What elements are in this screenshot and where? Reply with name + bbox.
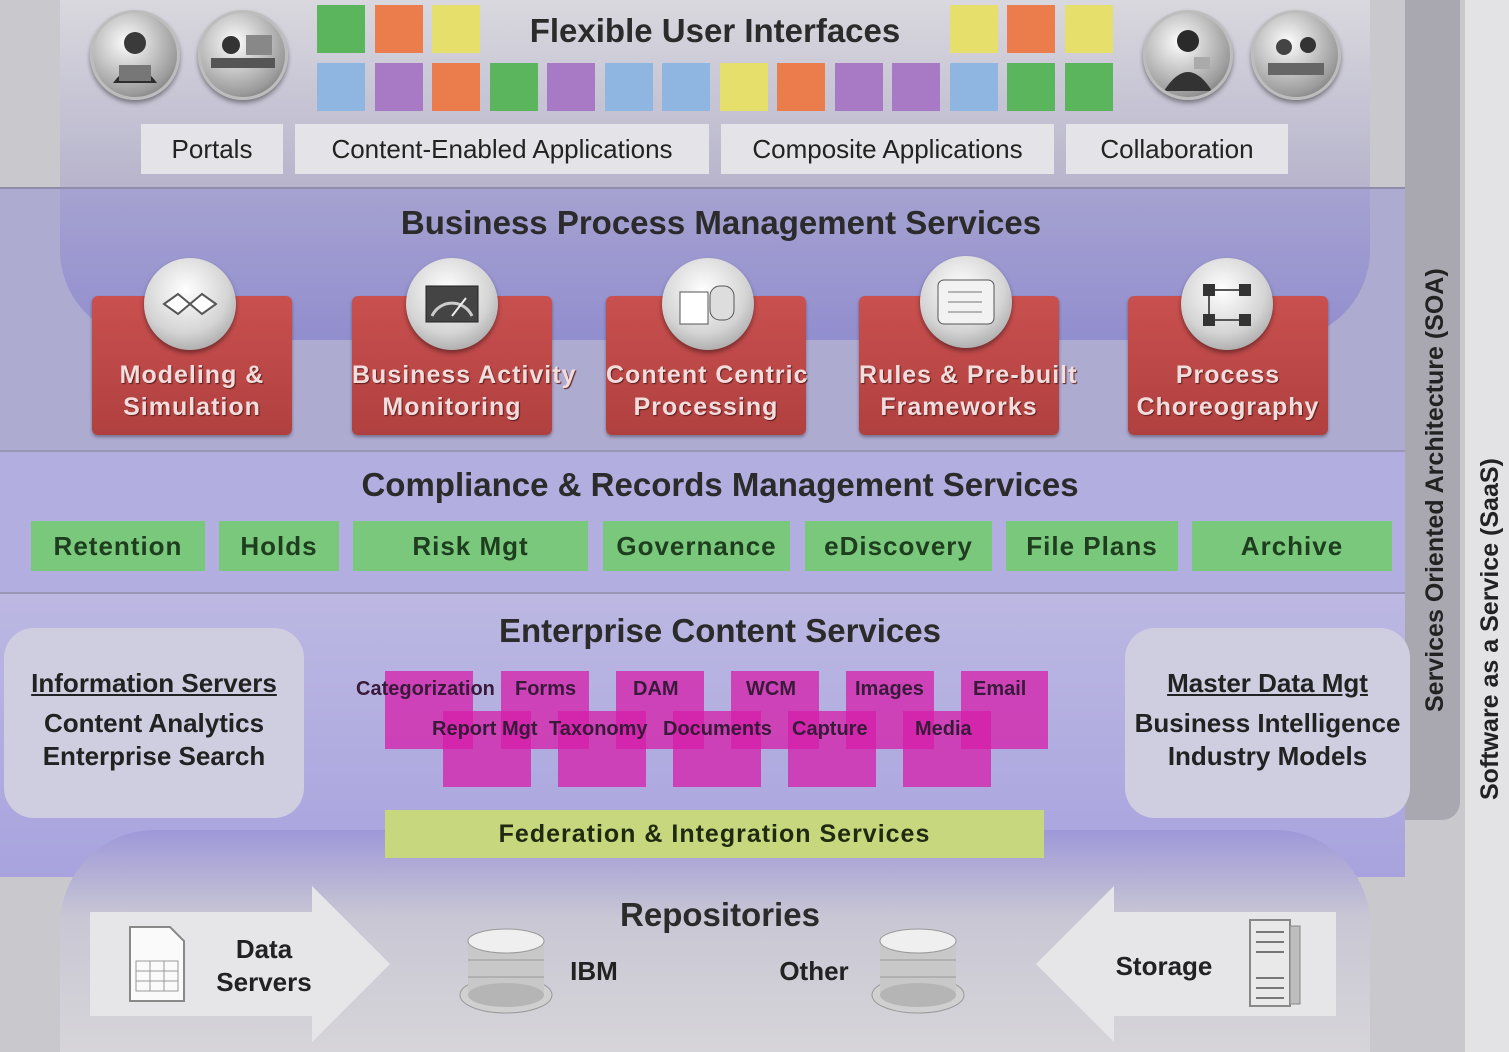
pink-tile xyxy=(558,711,646,787)
documents-label: Documents xyxy=(663,718,772,740)
color-tile xyxy=(374,63,423,111)
color-tile xyxy=(1064,63,1113,111)
meeting-photo-icon xyxy=(1251,10,1341,100)
bpm-title: Business Process Management Services xyxy=(400,204,1042,241)
forms-label: Forms xyxy=(515,678,577,700)
storage-label: Storage xyxy=(1115,951,1213,981)
color-tile xyxy=(547,63,595,111)
soa-label: Services Oriented Architecture (SOA) xyxy=(1421,268,1449,712)
risk-mgt-box: Risk Mgt xyxy=(353,521,588,571)
color-tile xyxy=(375,5,423,53)
pink-tile xyxy=(673,711,761,787)
portals-box: Portals xyxy=(141,124,283,174)
document-database-icon xyxy=(662,258,754,350)
file-plans-box: File Plans xyxy=(1006,521,1178,571)
person-laptop-photo-icon xyxy=(90,10,180,100)
scroll-icon xyxy=(920,256,1012,348)
other-database-icon xyxy=(871,928,965,1014)
content-analytics-label: Content Analytics xyxy=(43,708,265,738)
color-tile xyxy=(662,63,710,111)
industry-models-label: Industry Models xyxy=(1167,741,1368,771)
ibm-database-icon xyxy=(459,928,553,1014)
ibm-label: IBM xyxy=(570,956,618,986)
color-tile xyxy=(432,63,480,111)
taxonomy-label: Taxonomy xyxy=(549,718,648,740)
spreadsheet-icon xyxy=(129,926,185,1002)
holds-box: Holds xyxy=(219,521,339,571)
color-tile xyxy=(1065,5,1113,53)
saas-label: Software as a Service (SaaS) xyxy=(1476,458,1504,800)
ecs-title: Enterprise Content Services xyxy=(499,612,941,649)
process-flow-icon xyxy=(144,258,236,350)
master-data-heading: Master Data Mgt xyxy=(1167,668,1368,698)
information-servers-panel: Information Servers Content Analytics En… xyxy=(4,628,304,818)
color-tile xyxy=(719,63,768,111)
color-tile xyxy=(1007,63,1055,111)
color-tile xyxy=(317,63,365,111)
gauge-icon xyxy=(406,258,498,350)
email-label: Email xyxy=(973,678,1027,700)
dam-label: DAM xyxy=(633,678,679,700)
bpm-modeling-label: Modeling &Simulation xyxy=(119,361,265,421)
federation-integration-bar: Federation & Integration Services xyxy=(385,810,1044,858)
color-tile xyxy=(604,63,653,111)
color-tile xyxy=(950,5,998,53)
compliance-title: Compliance & Records Management Services xyxy=(361,466,1079,503)
color-tile xyxy=(1007,5,1055,53)
pink-tile xyxy=(903,711,991,787)
ediscovery-box: eDiscovery xyxy=(805,521,992,571)
soa-band xyxy=(1405,0,1460,820)
saas-band xyxy=(1465,0,1509,1052)
repositories-title: Repositories xyxy=(620,896,820,933)
enterprise-search-label: Enterprise Search xyxy=(42,741,266,771)
person-desk-photo-icon xyxy=(198,10,288,100)
org-network-icon xyxy=(1181,258,1273,350)
capture-label: Capture xyxy=(792,718,868,740)
images-label: Images xyxy=(855,678,924,700)
composite-apps-box: Composite Applications xyxy=(721,124,1054,174)
color-tile xyxy=(317,5,365,53)
color-tile xyxy=(777,63,825,111)
left-arrow-shape xyxy=(90,886,390,1042)
retention-box: Retention xyxy=(31,521,205,571)
color-tile xyxy=(834,63,883,111)
governance-box: Governance xyxy=(603,521,790,571)
ui-layer-title: Flexible User Interfaces xyxy=(529,12,901,49)
categorization-label: Categorization xyxy=(356,678,495,700)
content-enabled-apps-box: Content-Enabled Applications xyxy=(295,124,709,174)
color-tile xyxy=(892,63,940,111)
wcm-label: WCM xyxy=(746,678,796,700)
pink-tile xyxy=(788,711,876,787)
pink-tile xyxy=(443,711,531,787)
storage-server-icon xyxy=(1249,919,1301,1007)
color-tile xyxy=(489,63,538,111)
master-data-panel: Master Data Mgt Business Intelligence In… xyxy=(1125,628,1410,818)
information-servers-heading: Information Servers xyxy=(31,668,277,698)
person-tablet-photo-icon xyxy=(1143,10,1233,100)
other-label: Other xyxy=(779,956,849,986)
color-tile xyxy=(949,63,998,111)
color-tile xyxy=(432,5,480,53)
report-mgt-label: Report Mgt xyxy=(432,718,538,740)
collaboration-box: Collaboration xyxy=(1066,124,1288,174)
media-label: Media xyxy=(915,718,972,740)
archive-box: Archive xyxy=(1192,521,1392,571)
business-intelligence-label: Business Intelligence xyxy=(1134,708,1401,738)
